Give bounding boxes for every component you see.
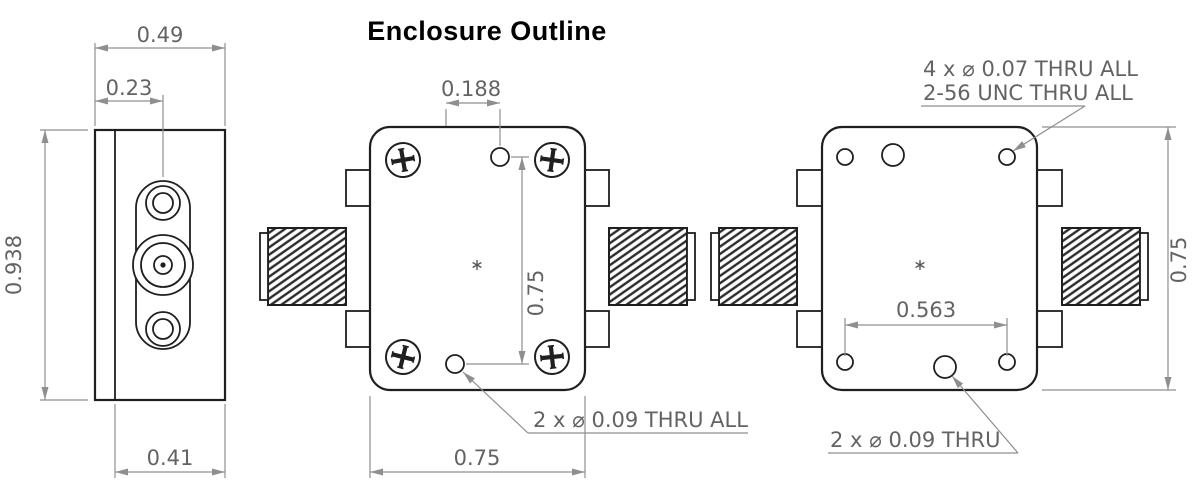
note-thru-holes-bottom-view: 2 x ⌀ 0.09 THRU (828, 375, 1019, 454)
dim-text-overall-width: 0.49 (137, 23, 184, 47)
dim-overall-width: 0.49 (94, 23, 226, 126)
mount-ear (796, 310, 823, 348)
tapped-hole (998, 353, 1016, 371)
dim-text-hole-offset: 0.188 (441, 77, 501, 101)
flange-screw-bottom (145, 311, 181, 347)
dim-body-width: 0.41 (114, 404, 226, 478)
dim-text-top-body-width: 0.75 (454, 446, 501, 470)
dim-top-body-width: 0.75 (369, 396, 586, 478)
dim-body-height: 0.75 (1042, 126, 1191, 391)
tapped-hole (998, 148, 1016, 166)
mount-ear (1036, 169, 1063, 207)
top-view-body-outline (368, 125, 587, 392)
dim-hole-horizontal-spacing: 0.563 (844, 298, 1008, 356)
page-title: Enclosure Outline (367, 16, 607, 46)
sma-threaded-barrel-right (1061, 227, 1141, 306)
sma-barrel-end-cap-right (686, 232, 696, 301)
dim-overall-height: 0.938 (2, 129, 88, 401)
note-text-tapped-holes-line1: 4 x ⌀ 0.07 THRU ALL (923, 57, 1138, 81)
screw-inner-circle (152, 192, 174, 214)
dim-text-body-height: 0.75 (1167, 237, 1191, 284)
mount-ear (584, 310, 610, 348)
tapped-hole (836, 148, 854, 166)
note-tapped-holes: 4 x ⌀ 0.07 THRU ALL 2-56 UNC THRU ALL (921, 57, 1138, 152)
dim-text-hole-vertical-spacing: 0.75 (524, 270, 548, 317)
jack-center-pin (160, 262, 166, 268)
thru-hole (933, 355, 957, 379)
dim-text-body-width: 0.41 (147, 446, 194, 470)
thru-hole (881, 143, 905, 167)
dim-hole-vertical-spacing: 0.75 (466, 156, 548, 365)
dim-text-connector-offset: 0.23 (106, 76, 153, 100)
note-thru-holes-top-view: 2 x ⌀ 0.09 THRU ALL (462, 371, 748, 434)
sma-threaded-barrel-left (718, 227, 798, 306)
sma-barrel-end-cap-left (259, 232, 269, 301)
dim-connector-offset: 0.23 (95, 76, 164, 177)
bottom-view-body-outline (820, 125, 1039, 392)
note-text-thru-holes: 2 x ⌀ 0.09 THRU ALL (533, 408, 748, 432)
note-text-tapped-holes-line2: 2-56 UNC THRU ALL (923, 81, 1133, 105)
sma-threaded-barrel-right (608, 227, 688, 306)
dim-text-hole-horizontal-spacing: 0.563 (896, 298, 956, 322)
thru-hole (490, 147, 510, 167)
top-view: 0.188 0.75 0.75 2 x ⌀ 0.09 THRU ALL (259, 77, 748, 478)
mount-ear (345, 169, 371, 207)
tapped-hole (836, 353, 854, 371)
sma-barrel-end-cap-right (1139, 232, 1149, 301)
mount-ear (1036, 310, 1063, 348)
dim-text-overall-height: 0.938 (2, 235, 26, 295)
bottom-view: 4 x ⌀ 0.07 THRU ALL 2-56 UNC THRU ALL 0.… (710, 57, 1191, 454)
sma-barrel-end-cap-left (710, 232, 720, 301)
sma-threaded-barrel-left (267, 227, 347, 306)
flange-screw-top (145, 185, 181, 221)
mount-ear (345, 310, 371, 348)
end-view: 0.49 0.23 0.938 0.41 (2, 23, 227, 478)
thru-hole (445, 354, 465, 374)
note-text-thru-holes: 2 x ⌀ 0.09 THRU (830, 428, 1000, 452)
sma-jack-front (132, 234, 194, 296)
dim-hole-offset: 0.188 (441, 77, 501, 146)
mount-ear (796, 169, 823, 207)
screw-inner-circle (152, 318, 174, 340)
mount-ear (584, 169, 610, 207)
